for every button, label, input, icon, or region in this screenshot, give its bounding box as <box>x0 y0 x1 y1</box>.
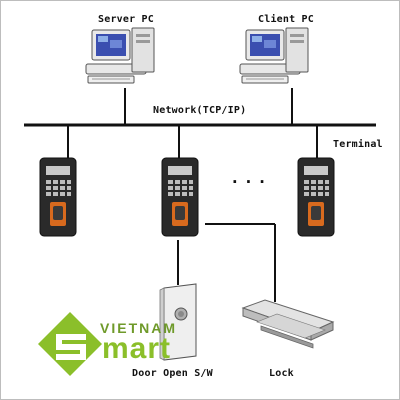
fingerprint-terminal-icon <box>161 157 199 237</box>
logo-bottom-text: mart <box>102 332 172 365</box>
magnetic-lock-icon <box>241 299 335 349</box>
client-pc-label: Client PC <box>258 14 314 25</box>
door-open-switch-label: Door Open S/W <box>132 368 213 379</box>
fingerprint-terminal-icon <box>297 157 335 237</box>
client-pc-icon <box>239 27 309 84</box>
vietnam-smart-logo <box>38 312 102 376</box>
ellipsis-label: ... <box>230 168 271 187</box>
server-pc-label: Server PC <box>98 14 154 25</box>
push-button-switch-icon <box>159 283 197 361</box>
lock-label: Lock <box>269 368 294 379</box>
network-label: Network(TCP/IP) <box>153 105 247 116</box>
fingerprint-terminal-icon <box>39 157 77 237</box>
server-pc-icon <box>85 27 155 84</box>
terminal-label: Terminal <box>333 139 383 150</box>
logo-top-text: VIETNAM <box>100 320 177 336</box>
